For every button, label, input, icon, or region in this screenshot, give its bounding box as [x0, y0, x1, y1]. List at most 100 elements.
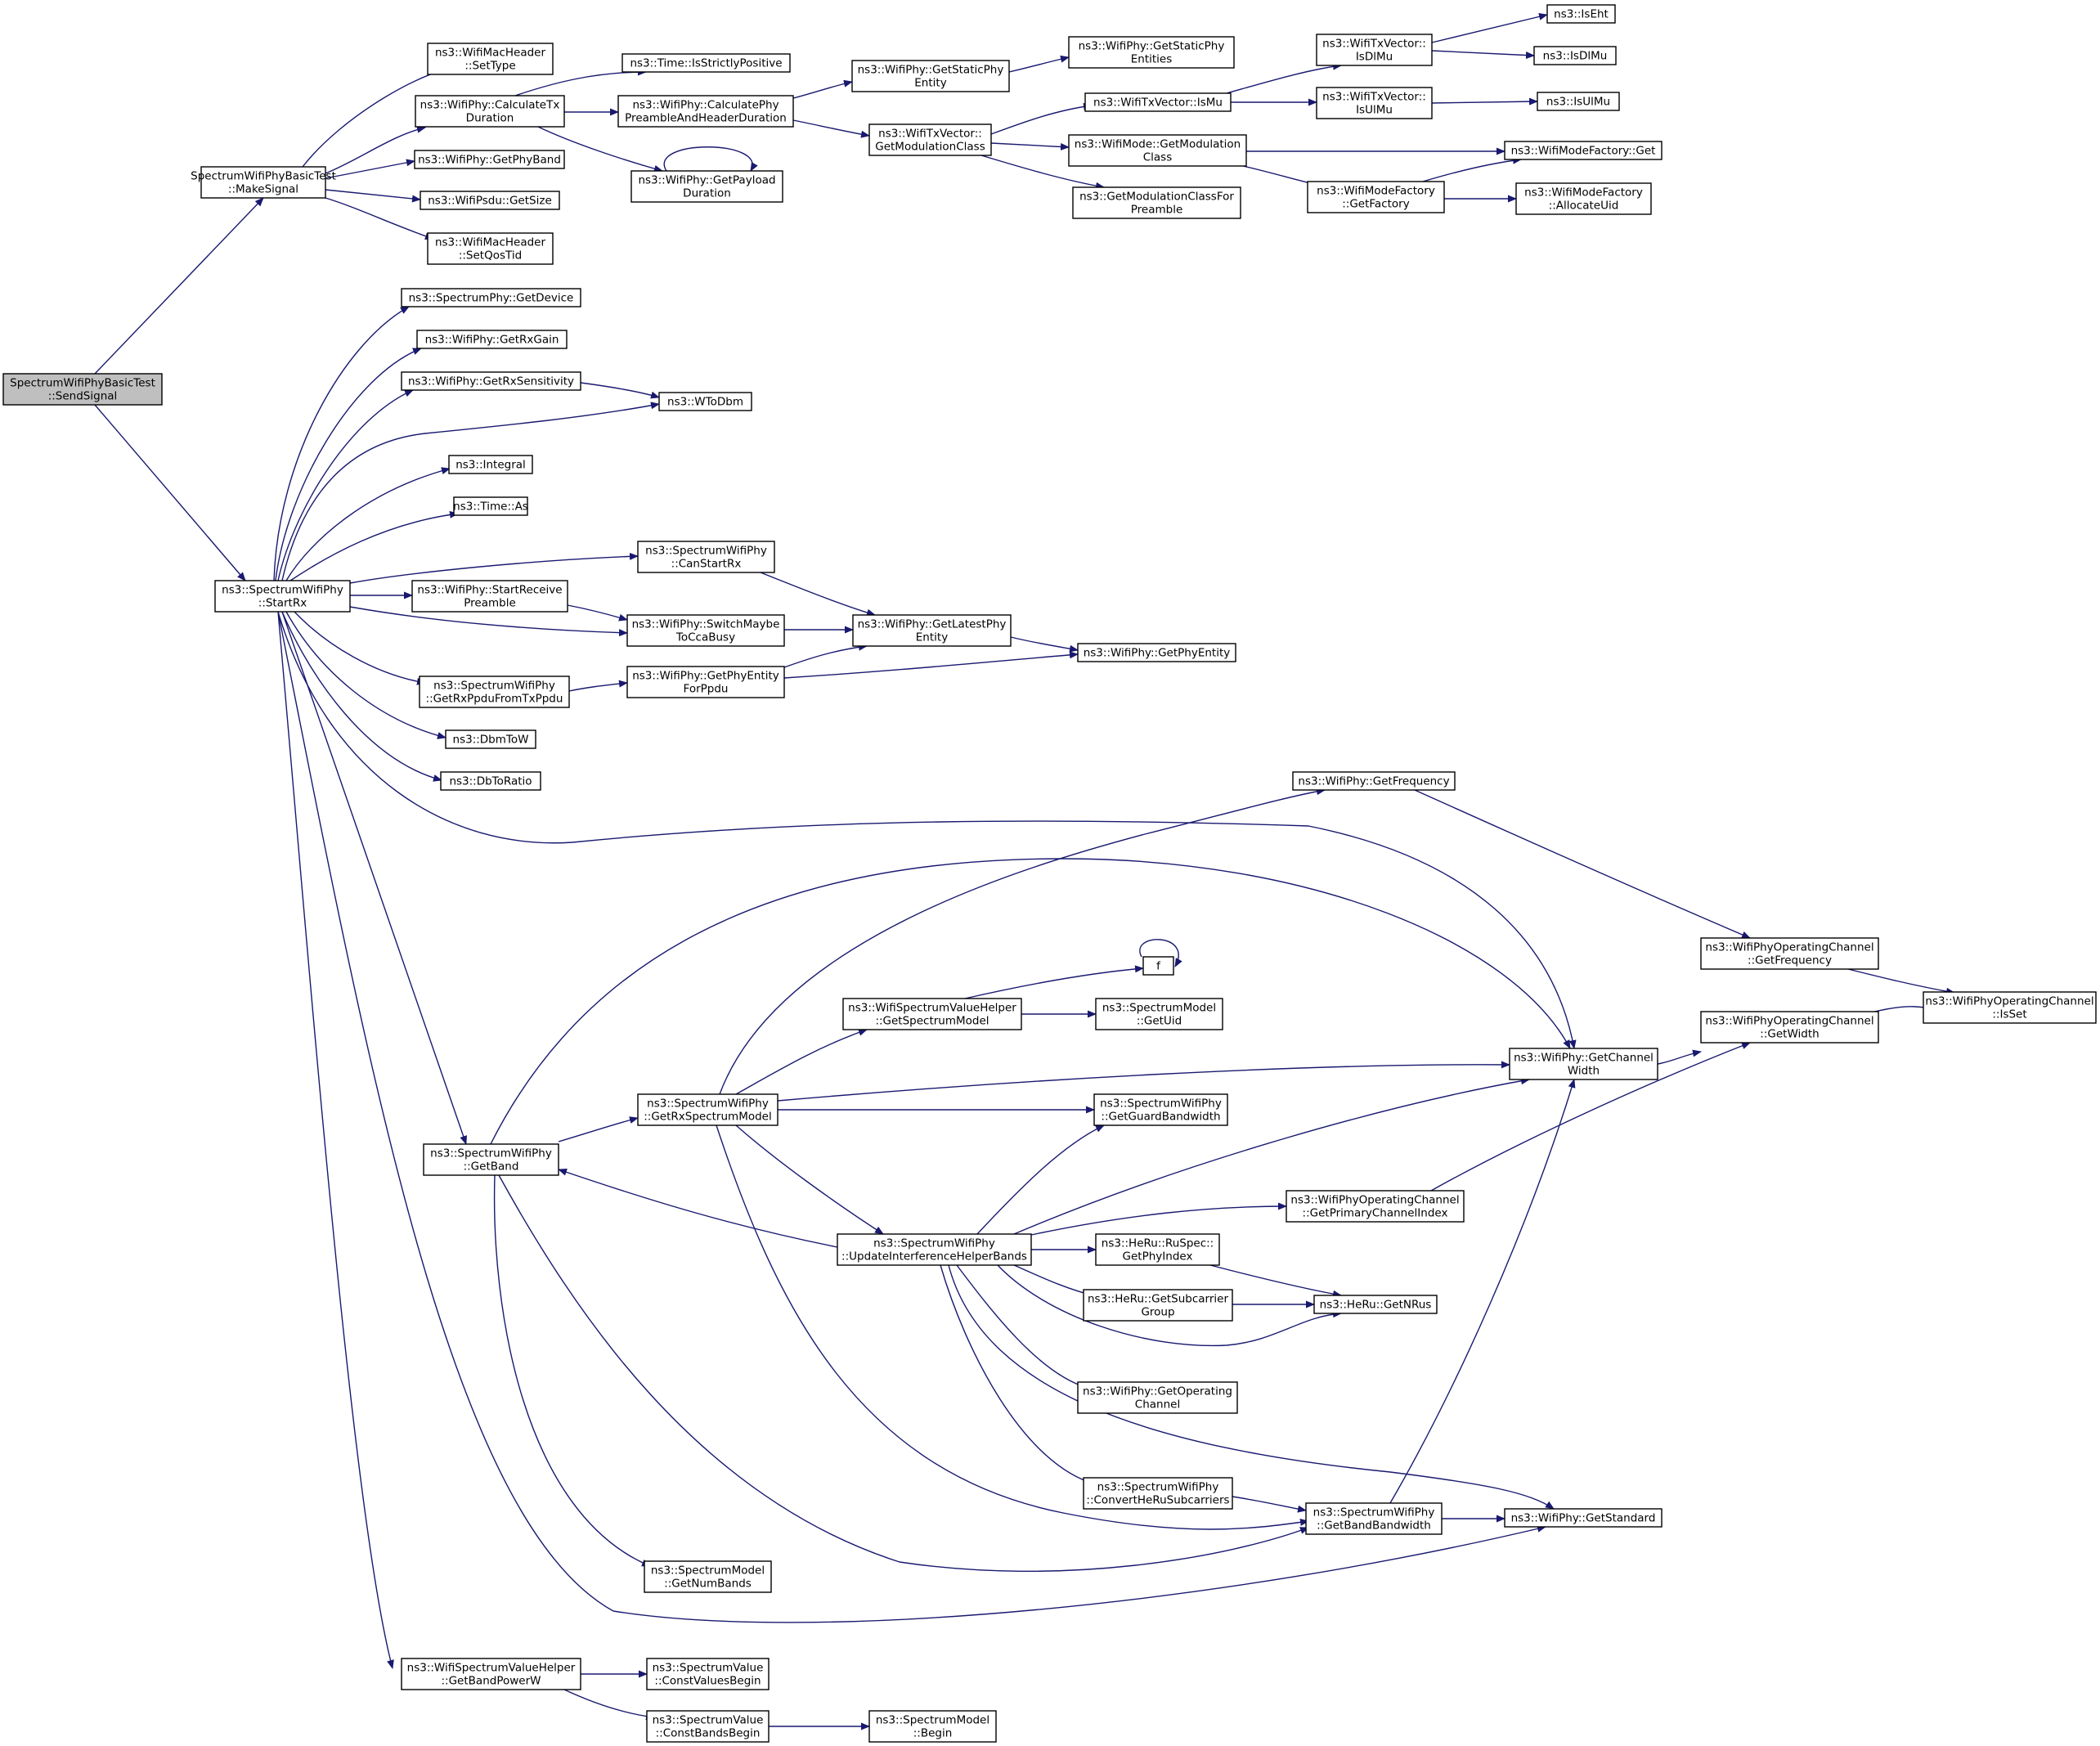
edge-getband-to-chanwidth — [490, 858, 1571, 1145]
node-label: ::GetWidth — [1760, 1028, 1819, 1041]
node-label: ns3::SpectrumWifiPhy — [433, 680, 555, 693]
node-strict[interactable]: ns3::Time::IsStrictlyPositive — [621, 53, 791, 73]
node-constbands[interactable]: ns3::SpectrumValue::ConstBandsBegin — [646, 1710, 770, 1743]
node-label: GetPhyIndex — [1123, 1250, 1193, 1263]
node-label: Duration — [466, 112, 514, 125]
node-getrxppdu[interactable]: ns3::SpectrumWifiPhy::GetRxPpduFromTxPpd… — [419, 676, 570, 708]
node-getphyband[interactable]: ns3::WifiPhy::GetPhyBand — [414, 150, 565, 169]
node-label: ns3::WifiPhy::StartReceive — [417, 584, 562, 597]
node-box — [415, 95, 565, 128]
node-ocisset[interactable]: ns3::WifiPhyOperatingChannel::IsSet — [1923, 991, 2097, 1024]
node-getsize[interactable]: ns3::WifiPsdu::GetSize — [420, 191, 560, 210]
node-ocgetfreq[interactable]: ns3::WifiPhyOperatingChannel::GetFrequen… — [1700, 937, 1879, 970]
node-getrxspec[interactable]: ns3::SpectrumWifiPhy::GetRxSpectrumModel — [637, 1093, 779, 1126]
node-calcpre[interactable]: ns3::WifiPhy::CalculatePhyPreambleAndHea… — [617, 95, 794, 128]
node-wtodbm[interactable]: ns3::WToDbm — [658, 392, 752, 411]
node-label: Width — [1568, 1065, 1600, 1078]
node-label: ns3::SpectrumPhy::GetDevice — [409, 292, 574, 305]
node-label: ::GetBandBandwidth — [1317, 1519, 1431, 1533]
node-box — [414, 150, 565, 169]
node-getnrus[interactable]: ns3::HeRu::GetNRus — [1313, 1295, 1438, 1314]
node-modelbegin[interactable]: ns3::SpectrumModel::Begin — [868, 1710, 997, 1743]
node-bandbw[interactable]: ns3::SpectrumWifiPhy::GetBandBandwidth — [1305, 1502, 1443, 1535]
node-allocuid[interactable]: ns3::WifiModeFactory::AllocateUid — [1515, 182, 1652, 215]
node-getrxgain[interactable]: ns3::WifiPhy::GetRxGain — [416, 330, 568, 349]
node-ocgetwidth[interactable]: ns3::WifiPhyOperatingChannel::GetWidth — [1700, 1011, 1879, 1044]
node-box — [1923, 991, 2097, 1024]
node-label: ns3::WifiPhy::GetPayload — [638, 174, 775, 187]
node-getspecmodel[interactable]: ns3::WifiSpectrumValueHelper::GetSpectru… — [842, 998, 1022, 1030]
node-box — [1068, 36, 1235, 69]
node-updateif[interactable]: ns3::SpectrumWifiPhy::UpdateInterference… — [837, 1233, 1032, 1266]
node-canstartrx[interactable]: ns3::SpectrumWifiPhy::CanStartRx — [637, 541, 775, 573]
node-isdlmu2[interactable]: ns3::IsDlMu — [1533, 46, 1617, 65]
node-box — [427, 43, 554, 75]
node-label: SpectrumWifiPhyBasicTest — [191, 170, 336, 183]
node-box — [1700, 1011, 1879, 1044]
node-getphyentity[interactable]: ns3::WifiPhy::GetPhyEntity — [1077, 643, 1236, 662]
edge-updateif-to-getband — [558, 1168, 838, 1248]
node-dbtoratio[interactable]: ns3::DbToRatio — [440, 771, 541, 791]
node-make[interactable]: SpectrumWifiPhyBasicTest::MakeSignal — [191, 166, 336, 199]
edge-bandpowerw-to-constbands — [563, 1689, 655, 1721]
node-label: ns3::WifiModeFactory — [1317, 185, 1435, 198]
node-label: ns3::WifiSpectrumValueHelper — [407, 1662, 576, 1675]
node-guardbw[interactable]: ns3::SpectrumWifiPhy::GetGuardBandwidth — [1093, 1093, 1228, 1126]
node-isdlmu[interactable]: ns3::WifiTxVector::IsDlMu — [1316, 34, 1433, 66]
node-send[interactable]: SpectrumWifiPhyBasicTest::SendSignal — [2, 373, 163, 406]
node-constvalues[interactable]: ns3::SpectrumValue::ConstValuesBegin — [646, 1658, 770, 1690]
node-label: ns3::WifiPhy::GetStaticPhy — [858, 64, 1004, 77]
node-getstandard[interactable]: ns3::WifiPhy::GetStandard — [1504, 1508, 1662, 1528]
node-startrx[interactable]: ns3::SpectrumWifiPhy::StartRx — [214, 580, 351, 613]
node-primidx[interactable]: ns3::WifiPhyOperatingChannel::GetPrimary… — [1286, 1190, 1465, 1223]
node-label: ns3::WifiPhy::GetPhyEntity — [632, 670, 779, 683]
node-getuid[interactable]: ns3::SpectrumModel::GetUid — [1095, 998, 1223, 1030]
node-isulmu2[interactable]: ns3::IsUlMu — [1537, 92, 1620, 111]
edge-startrx-to-integral — [285, 467, 451, 581]
node-factoryget[interactable]: ns3::WifiModeFactory::Get — [1504, 141, 1662, 160]
node-numbands[interactable]: ns3::SpectrumModel::GetNumBands — [644, 1560, 772, 1593]
node-box — [637, 1093, 779, 1126]
node-label: ::GetNumBands — [664, 1578, 752, 1591]
node-box — [1083, 1289, 1233, 1322]
node-getband[interactable]: ns3::SpectrumWifiPhy::GetBand — [423, 1143, 559, 1176]
node-convherusub[interactable]: ns3::SpectrumWifiPhy::ConvertHeRuSubcarr… — [1083, 1477, 1233, 1510]
node-timeas[interactable]: ns3::Time::As — [453, 496, 528, 516]
node-getfreq[interactable]: ns3::WifiPhy::GetFrequency — [1292, 771, 1456, 791]
node-setqos[interactable]: ns3::WifiMacHeader::SetQosTid — [427, 232, 554, 265]
edge-make-to-getphyband — [325, 159, 415, 179]
node-dbmtow[interactable]: ns3::DbmToW — [445, 729, 536, 749]
node-modeclass[interactable]: ns3::WifiMode::GetModulationClass — [1068, 134, 1247, 167]
edge-startrx-to-getrxsens — [277, 389, 414, 581]
edge-updateif-to-primidx — [1030, 1202, 1287, 1236]
node-integral[interactable]: ns3::Integral — [448, 455, 533, 474]
node-isulmu[interactable]: ns3::WifiTxVector::IsUlMu — [1316, 87, 1433, 119]
node-f[interactable]: f — [1142, 956, 1174, 976]
node-getrxsens[interactable]: ns3::WifiPhy::GetRxSensitivity — [401, 371, 581, 391]
node-label: SpectrumWifiPhyBasicTest — [10, 377, 155, 390]
node-ismu[interactable]: ns3::WifiTxVector::IsMu — [1084, 92, 1232, 112]
node-settype[interactable]: ns3::WifiMacHeader::SetType — [427, 43, 554, 75]
node-bandpowerw[interactable]: ns3::WifiSpectrumValueHelper::GetBandPow… — [401, 1658, 581, 1690]
node-txmodclass[interactable]: ns3::WifiTxVector::GetModulationClass — [868, 123, 992, 156]
node-label: ::UpdateInterferenceHelperBands — [841, 1250, 1027, 1263]
node-getdevice[interactable]: ns3::SpectrumPhy::GetDevice — [401, 288, 581, 307]
node-label: ::Begin — [913, 1727, 953, 1740]
node-box — [646, 1710, 770, 1743]
node-box — [1504, 1508, 1662, 1528]
node-rusgetphy[interactable]: ns3::HeRu::RuSpec::GetPhyIndex — [1095, 1233, 1220, 1266]
node-iseht[interactable]: ns3::IsEht — [1546, 4, 1616, 24]
node-getfactory[interactable]: ns3::WifiModeFactory::GetFactory — [1307, 181, 1445, 213]
